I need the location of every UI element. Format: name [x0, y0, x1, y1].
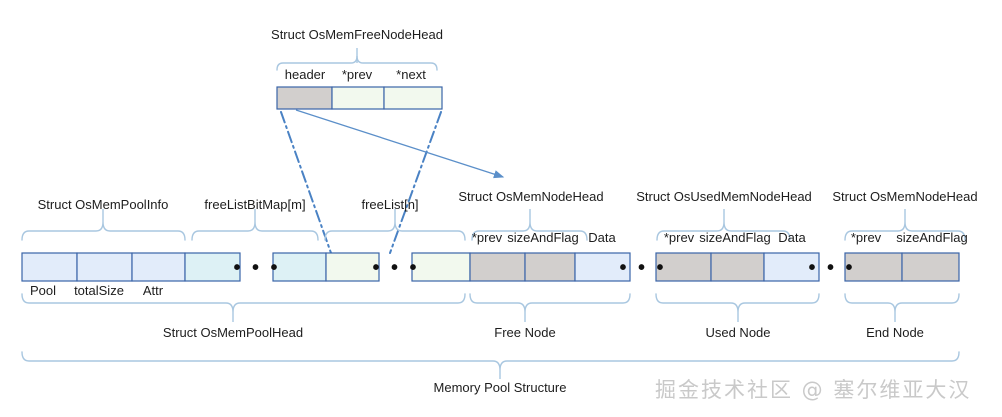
brace-free-list [324, 209, 466, 241]
brace-pool-info [21, 209, 186, 241]
brace-end-node [844, 293, 960, 322]
group-label-used-node-head: Struct OsUsedMemNodeHead [636, 189, 812, 204]
top-struct-brace [276, 55, 438, 71]
connector-dashdot-right [389, 111, 442, 254]
connector-dashdot-left [280, 111, 332, 254]
end-node-field-prev: *prev [850, 230, 882, 245]
brace-used-node-head [656, 209, 791, 241]
brace-free-node [469, 293, 631, 322]
group-label-pool-info: Struct OsMemPoolInfo [37, 197, 169, 212]
group-label-free-node-head: Struct OsMemNodeHead [458, 189, 604, 204]
used-node-field-prev: *prev [663, 230, 695, 245]
used-node-field-sizeandflag: sizeAndFlag [699, 230, 771, 245]
bottom-label-used-node: Used Node [705, 325, 771, 340]
brace-used-node [655, 293, 820, 322]
pool-info-field-totalsize: totalSize [74, 283, 124, 298]
brace-end-node-head [844, 209, 966, 241]
brace-free-node-head [471, 209, 588, 241]
pool-info-field-attr: Attr [142, 283, 164, 298]
main-row-boxes [21, 252, 960, 282]
brace-memory-pool-structure [21, 351, 960, 379]
connector-arrow-to-free-node [295, 109, 505, 179]
group-label-free-list: freeList[n] [361, 197, 419, 212]
ellipsis-free-to-used: • • • [619, 257, 667, 279]
free-node-field-data: Data [588, 230, 616, 245]
bottom-label-free-node: Free Node [494, 325, 556, 340]
top-struct-title: Struct OsMemFreeNodeHead [271, 27, 443, 42]
bottom-label-pool-head: Struct OsMemPoolHead [162, 325, 304, 340]
used-node-field-data: Data [778, 230, 806, 245]
brace-pool-head [21, 293, 466, 322]
group-label-free-list-bitmap: freeListBitMap[m] [204, 197, 306, 212]
top-field-prev: *prev [341, 67, 373, 82]
top-field-next: *next [396, 67, 426, 82]
ellipsis-bitmap: • • • [233, 257, 281, 279]
bottom-label-end-node: End Node [866, 325, 924, 340]
watermark: 掘金技术社区 @ 塞尔维亚大汉 [655, 378, 972, 402]
ellipsis-freelist: • • • [372, 257, 420, 279]
pool-info-field-pool: Pool [29, 283, 57, 298]
free-node-field-sizeandflag: sizeAndFlag [507, 230, 579, 245]
diagram-title: Memory Pool Structure [433, 380, 567, 395]
brace-free-list-bitmap [191, 209, 319, 241]
ellipsis-used-to-end: • • • [808, 257, 856, 279]
free-node-field-prev: *prev [471, 230, 503, 245]
group-label-end-node-head: Struct OsMemNodeHead [832, 189, 978, 204]
end-node-field-sizeandflag: sizeAndFlag [896, 230, 968, 245]
top-struct-boxes [276, 86, 443, 110]
top-field-header: header [284, 67, 326, 82]
